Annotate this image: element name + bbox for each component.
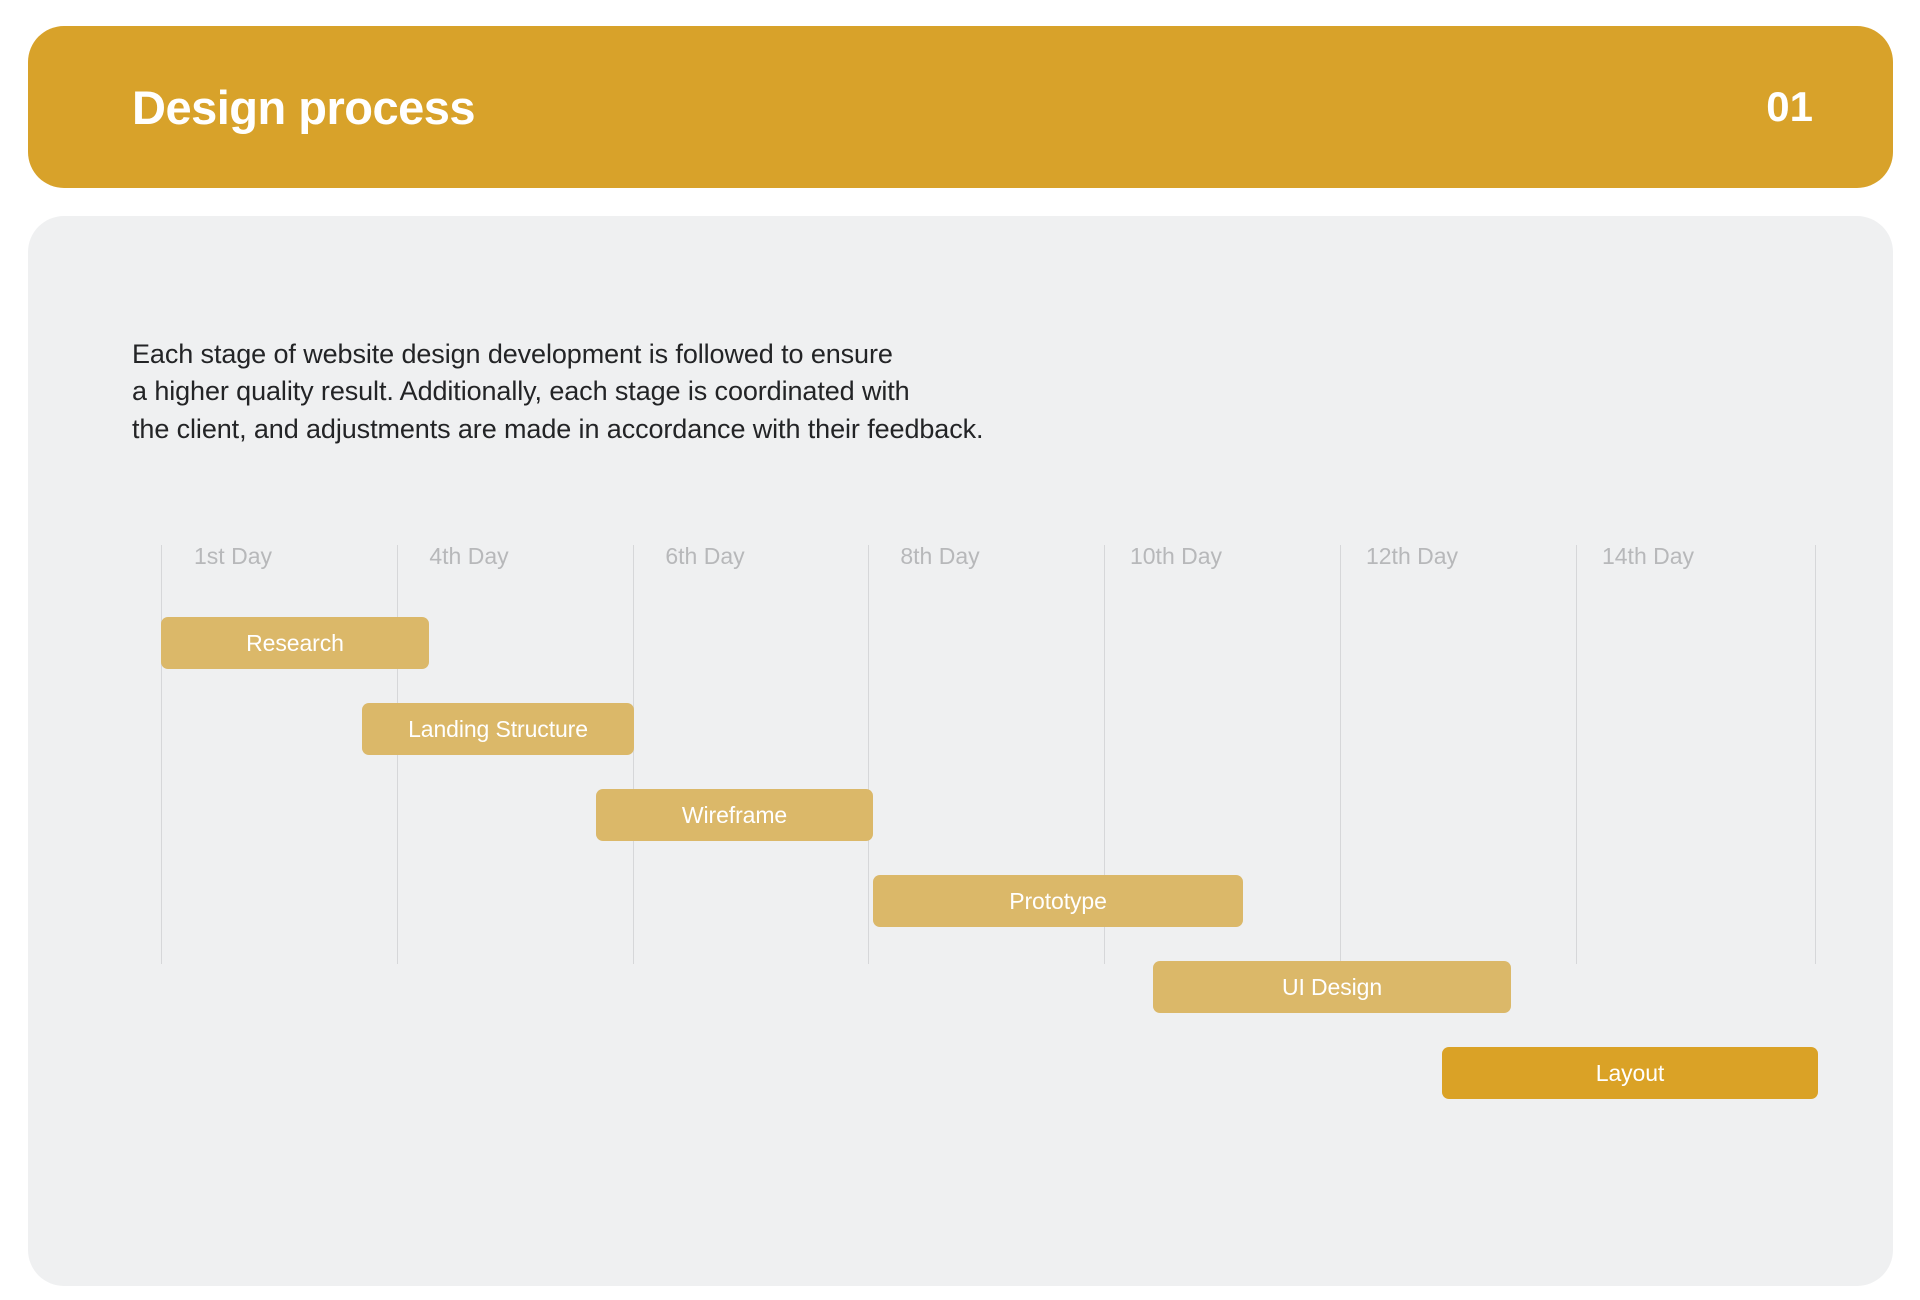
- slide-header: Design process 01: [28, 26, 1893, 188]
- gantt-bar-ui-design[interactable]: UI Design: [1153, 961, 1511, 1013]
- gantt-gridline: [161, 545, 162, 964]
- slide-number: 01: [1766, 83, 1813, 130]
- gantt-bar-research[interactable]: Research: [161, 617, 429, 669]
- gantt-axis-label: 6th Day: [665, 543, 745, 569]
- gantt-axis-label: 1st Day: [194, 543, 272, 569]
- gantt-gridline: [868, 545, 869, 964]
- gantt-bar-landing-structure[interactable]: Landing Structure: [362, 703, 634, 755]
- content-card: Each stage of website design development…: [28, 216, 1893, 1286]
- gantt-chart: 1st Day 4th Day 6th Day 8th Day 10th Day 12th…: [28, 216, 1893, 1286]
- gantt-gridline: [633, 545, 634, 964]
- intro-line-1: Each stage of website design development…: [132, 339, 893, 369]
- gantt-bar-wireframe[interactable]: Wireframe: [596, 789, 873, 841]
- gantt-gridline: [1104, 545, 1105, 964]
- gantt-gridline: [1576, 545, 1577, 964]
- gantt-gridline: [1815, 545, 1816, 964]
- gantt-axis-label: 4th Day: [429, 543, 509, 569]
- gantt-bar-layout[interactable]: Layout: [1442, 1047, 1818, 1099]
- intro-paragraph: Each stage of website design development…: [132, 336, 1132, 448]
- intro-line-3: the client, and adjustments are made in …: [132, 413, 984, 444]
- gantt-axis-label: 14th Day: [1601, 543, 1695, 569]
- gantt-axis-label: 10th Day: [1129, 543, 1223, 569]
- gantt-gridline: [1340, 545, 1341, 964]
- gantt-axis-label: 12th Day: [1365, 543, 1459, 569]
- page-title: Design process: [132, 80, 476, 134]
- gantt-axis-label: 8th Day: [900, 543, 980, 569]
- gantt-bar-prototype[interactable]: Prototype: [873, 875, 1243, 927]
- intro-line-2: a higher quality result. Additionally, e…: [132, 376, 910, 407]
